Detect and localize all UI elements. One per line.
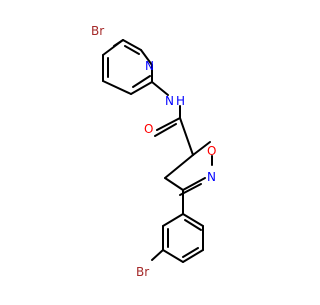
- atom-n-pyridine: N: [145, 59, 154, 73]
- bond-ph6: [162, 213, 184, 227]
- bond-ring1-cn: [140, 49, 153, 66]
- bond-c4-c5: [164, 154, 194, 179]
- bond-c-o-double: [154, 123, 177, 137]
- atom-br-top: Br: [91, 24, 104, 38]
- bond-ring1-c4: [102, 39, 124, 56]
- bond-c-c5: [179, 117, 194, 156]
- bond-ring1-inner: [124, 45, 140, 55]
- canvas-background: [0, 0, 300, 300]
- bond-n-c3: [182, 177, 206, 191]
- atom-labels: Br N N H O O N Br: [91, 24, 216, 279]
- atom-n-ring: N: [207, 170, 216, 184]
- bond-ring1: [122, 39, 142, 51]
- bond-c5-o: [192, 141, 211, 156]
- atom-br-bottom: Br: [136, 265, 149, 279]
- bond-ph3-inner: [182, 247, 199, 258]
- bond-ph4: [162, 249, 184, 263]
- bond-c3-c4: [164, 177, 184, 191]
- bond-ph1-inner: [184, 219, 202, 231]
- bond-c-nh: [151, 81, 169, 96]
- molecule-canvas: Br N N H O O N Br: [0, 0, 300, 300]
- bond-ring1-inner2: [132, 75, 151, 88]
- structure-diagram: Br N N H O O N Br: [0, 0, 300, 300]
- bond-ring1-c2: [102, 80, 132, 95]
- atom-nh-n: N: [165, 94, 174, 108]
- bond-c-o: [156, 117, 181, 131]
- atom-o-carbonyl: O: [144, 122, 153, 136]
- bond-ph1: [182, 213, 204, 227]
- bond-ph3: [182, 249, 204, 263]
- bond-ring1-c: [130, 81, 153, 95]
- atom-nh-h: H: [176, 94, 185, 108]
- bond-lines: [102, 39, 213, 263]
- atom-o-ring: O: [207, 144, 216, 158]
- bond-c-br: [151, 249, 164, 261]
